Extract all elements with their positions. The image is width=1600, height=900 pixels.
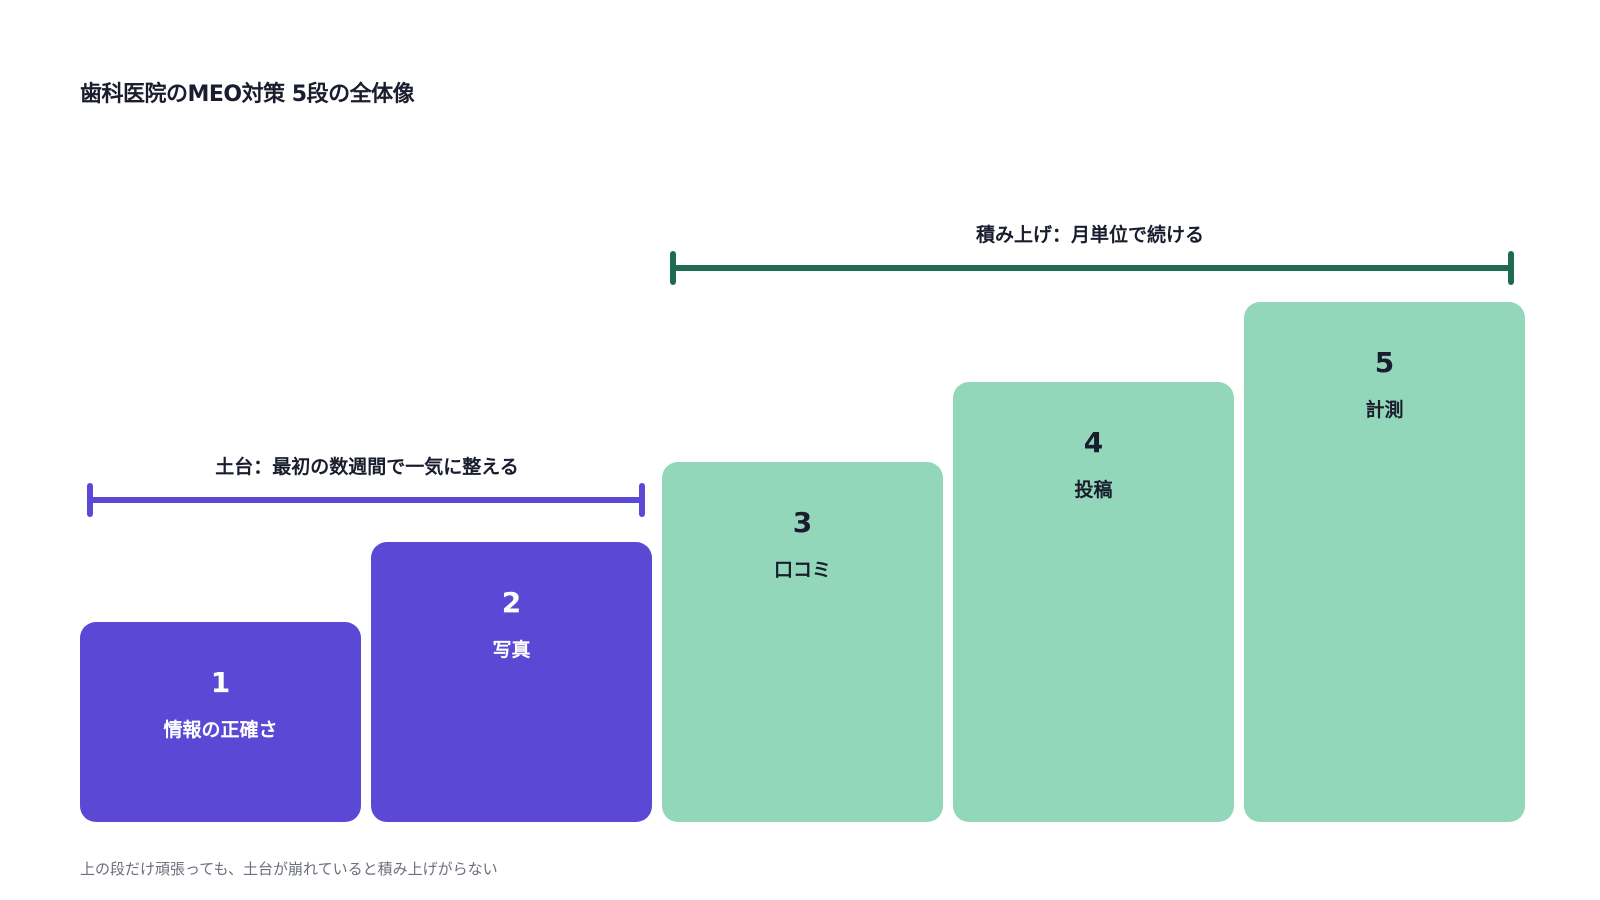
step-label: 写真 xyxy=(492,639,531,661)
foundation-bracket-left-cap xyxy=(87,483,93,517)
build-bracket-label: 積み上げ：月単位で続ける xyxy=(975,224,1204,246)
step-block-4: 4 投稿 xyxy=(953,382,1234,822)
step-label: 情報の正確さ xyxy=(163,719,278,741)
foundation-bracket xyxy=(87,483,645,517)
step-number: 1 xyxy=(210,666,231,699)
build-bracket-line xyxy=(670,265,1514,271)
page-title: 歯科医院のMEO対策 5段の全体像 xyxy=(80,82,415,107)
step-number: 4 xyxy=(1083,426,1104,459)
step-block-5: 5 計測 xyxy=(1244,302,1525,822)
step-block-2: 2 写真 xyxy=(371,542,652,822)
build-bracket-left-cap xyxy=(670,251,676,285)
step-number: 5 xyxy=(1374,346,1395,379)
foundation-bracket-label: 土台：最初の数週間で一気に整える xyxy=(215,456,519,478)
foundation-bracket-right-cap xyxy=(639,483,645,517)
step-label: 計測 xyxy=(1365,399,1404,421)
step-number: 2 xyxy=(501,586,522,619)
step-block-1: 1 情報の正確さ xyxy=(80,622,361,822)
build-bracket xyxy=(670,251,1514,285)
build-bracket-right-cap xyxy=(1508,251,1514,285)
step-number: 3 xyxy=(792,506,813,539)
foundation-bracket-line xyxy=(87,497,645,503)
step-label: 口コミ xyxy=(773,559,831,581)
step-block-3: 3 口コミ xyxy=(662,462,943,822)
step-label: 投稿 xyxy=(1074,479,1113,501)
footnote: 上の段だけ頑張っても、土台が崩れていると積み上げがらない xyxy=(80,860,498,878)
